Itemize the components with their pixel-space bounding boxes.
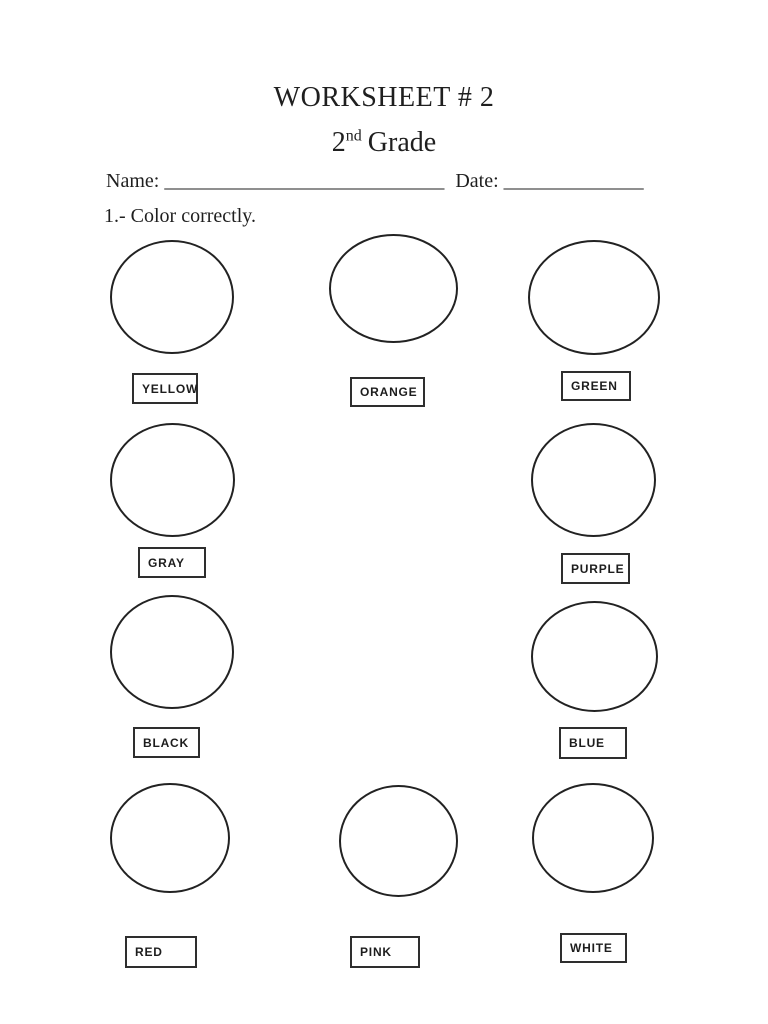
black-circle: [110, 595, 234, 709]
blue-label-box: BLUE: [559, 727, 627, 759]
page-title: WORKSHEET # 2: [273, 82, 495, 113]
purple-circle: [531, 423, 656, 537]
red-label: RED: [135, 945, 163, 959]
purple-label: PURPLE: [571, 561, 625, 576]
grade-subtitle: 2nd Grade: [0, 127, 768, 159]
purple-label-box: PURPLE: [561, 553, 630, 584]
green-label: GREEN: [571, 379, 618, 393]
pink-label: PINK: [360, 945, 392, 959]
yellow-label: YELLOW: [142, 381, 199, 396]
blue-circle: [531, 601, 658, 712]
white-circle: [532, 783, 654, 893]
yellow-label-box: YELLOW: [132, 373, 198, 404]
orange-label-box: ORANGE: [350, 377, 425, 407]
orange-circle: [329, 234, 458, 343]
gray-circle: [110, 423, 235, 537]
gray-label-box: GRAY: [138, 547, 206, 578]
green-label-box: GREEN: [561, 371, 631, 401]
red-circle: [110, 783, 230, 893]
white-label: WHITE: [570, 941, 613, 955]
grade-word: Grade: [367, 127, 437, 158]
yellow-circle: [110, 240, 234, 354]
blue-label: BLUE: [569, 736, 605, 750]
grade-ordinal: nd: [345, 127, 362, 145]
date-label: Date:: [455, 170, 499, 192]
red-label-box: RED: [125, 936, 197, 968]
white-label-box: WHITE: [560, 933, 627, 963]
gray-label: GRAY: [148, 555, 185, 570]
grade-number: 2: [331, 127, 346, 158]
pink-circle: [339, 785, 458, 897]
orange-label: ORANGE: [360, 385, 418, 399]
name-date-line: Name: ____________________________ Date:…: [106, 170, 666, 193]
name-label: Name:: [106, 170, 160, 192]
black-label: BLACK: [143, 735, 189, 750]
instruction-text: 1.- Color correctly.: [104, 205, 256, 227]
pink-label-box: PINK: [350, 936, 420, 968]
green-circle: [528, 240, 660, 355]
date-blank-line: ______________: [503, 170, 644, 192]
black-label-box: BLACK: [133, 727, 200, 758]
name-blank-line: ____________________________: [164, 170, 445, 192]
